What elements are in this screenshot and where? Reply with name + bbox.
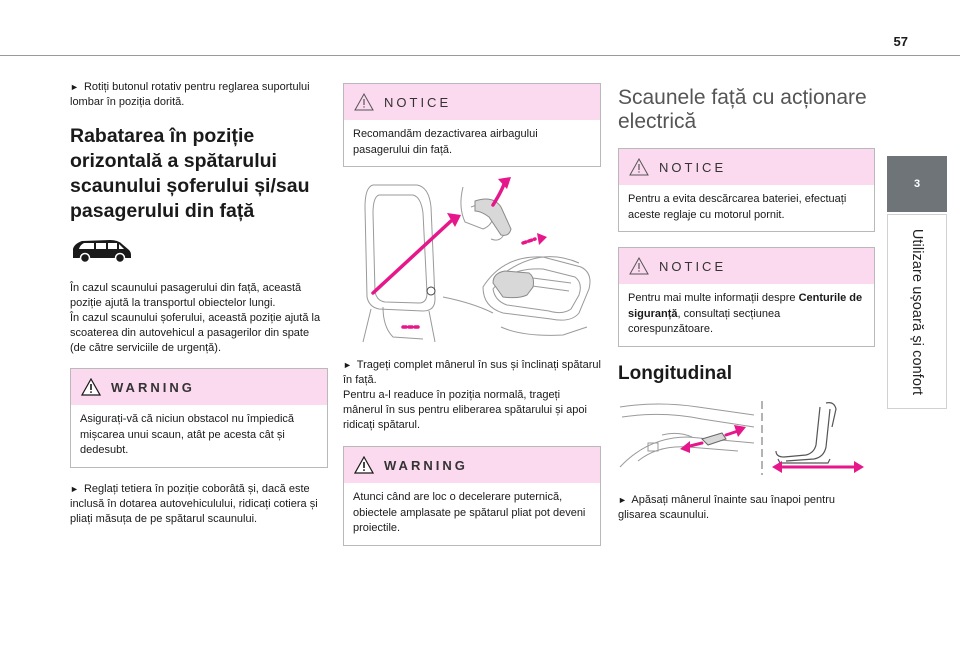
warning-box-obstacle: WARNING Asigurați-vă că niciun obstacol … xyxy=(70,368,328,468)
notice-header: NOTICE xyxy=(619,248,874,284)
headrest-step-text: Reglați tetiera în poziție coborâtă și, … xyxy=(70,482,318,525)
notice-box-seatbelts: NOTICE Pentru mai multe informații despr… xyxy=(618,247,875,347)
fold-step-text: Trageți complet mânerul în sus și înclin… xyxy=(343,359,601,386)
slide-step-text: Apăsați mânerul înainte sau înapoi pentr… xyxy=(618,493,836,521)
notice-text: Recomandăm dezactivarea airbagului pasag… xyxy=(353,128,538,156)
subheading-longitudinal: Longitudinal xyxy=(618,362,732,384)
fold-return-text: Pentru a-l readuce în poziția normală, t… xyxy=(343,389,587,431)
column-2: NOTICE Recomandăm dezactivarea airbagulu… xyxy=(343,83,601,546)
step-arrow-icon: ► xyxy=(70,483,79,494)
intro-text: Rotiți butonul rotativ pentru reglarea s… xyxy=(70,81,310,108)
notice-title: NOTICE xyxy=(384,94,452,110)
warning-icon xyxy=(354,456,374,474)
paragraph-driver: În cazul scaunului șoferului, această po… xyxy=(70,312,321,354)
warning-text: Asigurați-vă că niciun obstacol nu împie… xyxy=(80,413,295,456)
chapter-number: 3 xyxy=(913,178,921,190)
section-heading-electric-seats: Scaunele față cu acționare electrică xyxy=(618,86,867,133)
warning-header: WARNING xyxy=(71,369,327,405)
step-arrow-icon: ► xyxy=(343,360,352,370)
chapter-title: Utilizare ușoară și confort xyxy=(909,228,926,395)
header-rule xyxy=(0,55,960,56)
notice-title: NOTICE xyxy=(659,159,727,175)
intro-step: ► Rotiți butonul rotativ pentru reglarea… xyxy=(70,80,328,110)
van-icon xyxy=(70,238,328,269)
notice-icon xyxy=(629,257,649,275)
seat-fold-illustration xyxy=(343,177,601,352)
illustration-divider xyxy=(761,400,763,475)
notice-box-airbag: NOTICE Recomandăm dezactivarea airbagulu… xyxy=(343,83,601,167)
section-heading-fold-flat: Rabatarea în poziție orizontală a spătar… xyxy=(70,125,310,222)
seat-slide-illustration xyxy=(772,401,864,473)
longitudinal-illustrations xyxy=(618,397,875,477)
headrest-step: ► Reglați tetiera în poziție coborâtă și… xyxy=(70,482,328,527)
column-3: Scaunele față cu acționare electrică NOT… xyxy=(618,80,875,523)
notice-text-before: Pentru mai multe informații despre xyxy=(628,292,799,304)
step-arrow-icon: ► xyxy=(618,494,627,505)
seat-control-illustration xyxy=(619,403,755,467)
page-number: 57 xyxy=(893,34,908,49)
notice-icon xyxy=(354,93,374,111)
step-arrow-icon: ► xyxy=(70,82,79,92)
column-1: ► Rotiți butonul rotativ pentru reglarea… xyxy=(70,80,328,527)
notice-icon xyxy=(629,158,649,176)
slide-step: ► Apăsați mânerul înainte sau înapoi pen… xyxy=(618,493,875,523)
warning-title: WARNING xyxy=(384,457,468,473)
chapter-tab-number[interactable]: 3 xyxy=(887,156,947,212)
notice-title: NOTICE xyxy=(659,258,727,274)
notice-box-battery: NOTICE Pentru a evita descărcarea bateri… xyxy=(618,148,875,232)
seatbelts-link[interactable]: Centurile de siguranță xyxy=(628,292,863,320)
fold-step: ► Trageți complet mânerul în sus și încl… xyxy=(343,358,601,388)
notice-text: Pentru a evita descărcarea bateriei, efe… xyxy=(628,193,847,221)
paragraph-passenger: În cazul scaunului pasagerului din față,… xyxy=(70,282,302,309)
notice-header: NOTICE xyxy=(619,149,874,185)
chapter-tab-title[interactable]: Utilizare ușoară și confort xyxy=(887,214,947,409)
notice-text: Pentru mai multe informații despre Centu… xyxy=(619,284,874,346)
warning-header: WARNING xyxy=(344,447,600,483)
warning-text: Atunci când are loc o decelerare puterni… xyxy=(353,491,586,534)
warning-title: WARNING xyxy=(111,379,195,395)
notice-text-after: , consultați secțiunea corespunzătoare. xyxy=(628,307,781,336)
warning-box-deceleration: WARNING Atunci când are loc o decelerare… xyxy=(343,446,601,546)
warning-icon xyxy=(81,378,101,396)
notice-header: NOTICE xyxy=(344,84,600,120)
